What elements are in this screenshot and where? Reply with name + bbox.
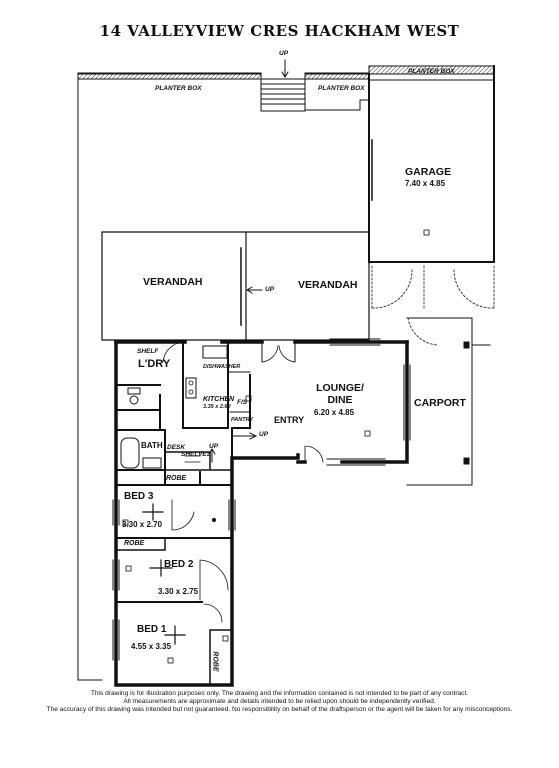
disclaimer-line3: The accuracy of this drawing was intende… (46, 706, 513, 713)
disclaimer-line1: This drawing is for illustration purpose… (90, 690, 469, 697)
fan-icon-bed2 (149, 559, 173, 577)
disclaimer-line2: All measurements are approximate and det… (123, 698, 436, 705)
planter-box-mid (304, 72, 370, 80)
laundry-label: L'DRY (138, 358, 171, 370)
garage-door-right (453, 265, 495, 309)
laundry-walls (115, 384, 161, 431)
shelf-label: SHELF (137, 348, 159, 355)
bath-walls (115, 429, 166, 471)
dishwasher-label: DISHWASHER (203, 364, 241, 370)
carport-label: CARPORT (414, 397, 466, 409)
bed2-label: BED 2 (164, 559, 194, 570)
verandah-left-label: VERANDAH (143, 276, 203, 288)
lounge-right-wall (340, 340, 409, 464)
bed3-dimensions: 3.30 x 2.70 (122, 520, 163, 529)
up-label-entry: UP (259, 431, 269, 438)
planter-box-left (77, 72, 262, 80)
cooktop (185, 377, 197, 399)
fan-icon-bed3 (142, 503, 164, 521)
fan-icon-bed1 (164, 625, 186, 645)
carport-outline (406, 317, 473, 486)
up-label-hall: UP (209, 443, 219, 450)
robe3-label: ROBE (166, 475, 187, 482)
planter-box-left-label: PLANTER BOX (155, 85, 202, 92)
robe1-label: ROBE (211, 651, 219, 672)
verandah-right-label: VERANDAH (298, 279, 358, 291)
bathtub (120, 437, 140, 469)
lounge-label-line2: DINE (327, 394, 353, 406)
lounge-label-line1: LOUNGE/ (316, 382, 364, 394)
fs-label: F/S (237, 399, 248, 406)
yard-boundary (77, 73, 103, 681)
bed2-dimensions: 3.30 x 2.75 (158, 587, 199, 596)
up-label-verandah: UP (265, 286, 275, 293)
robe2-label: ROBE (124, 540, 145, 547)
bed1-dimensions: 4.55 x 3.35 (131, 642, 172, 651)
garage-walls (368, 65, 495, 263)
bath-label: BATH (141, 441, 163, 450)
pantry-label: PANTRY (231, 417, 254, 423)
lounge-label: LOUNGE/ DINE (305, 382, 375, 406)
planter-box-right-label: PLANTER BOX (408, 68, 455, 75)
sink (202, 345, 228, 359)
robe2-walls (115, 537, 166, 551)
kitchen-label: KITCHEN (203, 396, 235, 403)
planter-box-mid-label: PLANTER BOX (318, 85, 365, 92)
bed3-walls (115, 471, 233, 486)
house-outer-wall (114, 340, 300, 687)
kitchen-dimensions: 3.35 x 2.60 (203, 404, 231, 410)
kitchen-walls (182, 341, 251, 459)
desk-label: DESK (167, 444, 186, 451)
pantry-box (229, 411, 251, 429)
garage-dimensions: 7.40 x 4.85 (405, 179, 446, 188)
disclaimer: This drawing is for illustration purpose… (0, 690, 559, 714)
entry-door (304, 445, 324, 463)
bed3-label: BED 3 (124, 491, 154, 502)
lounge-dimensions: 6.20 x 4.85 (314, 408, 355, 417)
entry-label: ENTRY (274, 415, 305, 425)
toilet (129, 395, 139, 405)
garage-door-left (371, 265, 413, 309)
up-label-top: UP (279, 50, 289, 57)
top-steps (260, 78, 306, 112)
page-title: 14 VALLEYVIEW CRES HACKHAM WEST (99, 22, 460, 40)
bed1-robe (209, 629, 233, 686)
bed1-label: BED 1 (137, 624, 167, 635)
lounge-door (261, 341, 296, 363)
garage-label: GARAGE (405, 166, 452, 178)
windows (112, 338, 411, 661)
shelves-label: SHELVES (181, 451, 211, 458)
